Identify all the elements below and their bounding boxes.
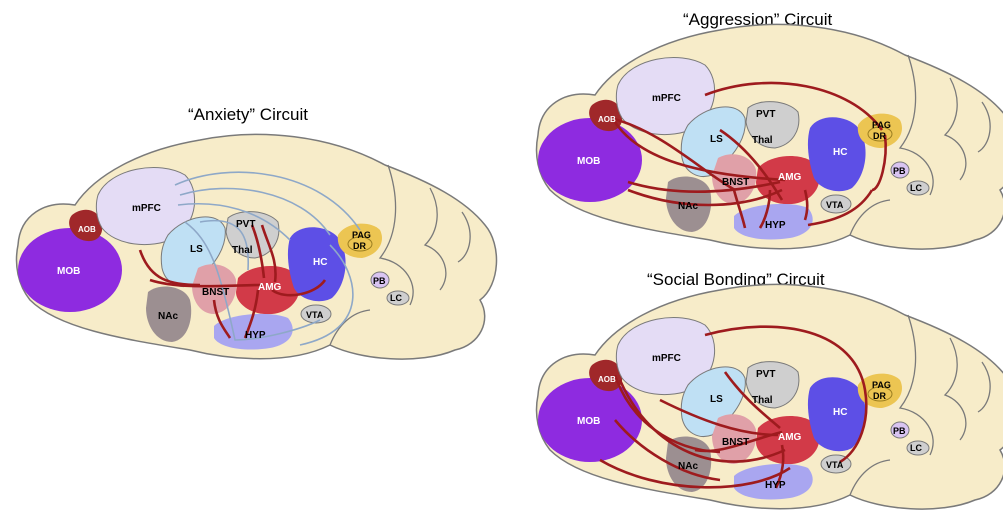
label-hyp: HYP <box>765 220 786 231</box>
label-vta: VTA <box>306 310 324 320</box>
label-lc: LC <box>390 293 402 303</box>
label-thal: Thal <box>232 245 253 256</box>
label-pvt: PVT <box>236 219 255 230</box>
label-mpfc: mPFC <box>652 353 681 364</box>
label-bnst: BNST <box>202 287 229 298</box>
label-mpfc: mPFC <box>132 203 161 214</box>
label-vta: VTA <box>826 200 844 210</box>
label-aob: AOB <box>598 375 616 384</box>
label-pb: PB <box>893 426 906 436</box>
label-nac: NAc <box>678 461 698 472</box>
label-lc: LC <box>910 183 922 193</box>
label-hc: HC <box>313 257 327 268</box>
label-dr: DR <box>353 241 366 251</box>
label-hc: HC <box>833 407 847 418</box>
label-mob: MOB <box>577 156 600 167</box>
label-lc: LC <box>910 443 922 453</box>
label-hyp: HYP <box>245 330 266 341</box>
label-ls: LS <box>710 134 723 145</box>
label-aob: AOB <box>78 225 96 234</box>
label-vta: VTA <box>826 460 844 470</box>
label-hyp: HYP <box>765 480 786 491</box>
label-thal: Thal <box>752 395 773 406</box>
label-mpfc: mPFC <box>652 93 681 104</box>
label-mob: MOB <box>57 266 80 277</box>
label-amg: AMG <box>778 172 802 183</box>
label-nac: NAc <box>678 201 698 212</box>
label-ls: LS <box>190 244 203 255</box>
label-amg: AMG <box>778 432 802 443</box>
label-mob: MOB <box>577 416 600 427</box>
label-thal: Thal <box>752 135 773 146</box>
label-pvt: PVT <box>756 369 775 380</box>
label-nac: NAc <box>158 311 178 322</box>
label-amg: AMG <box>258 282 282 293</box>
label-hc: HC <box>833 147 847 158</box>
label-pag: PAG <box>352 230 371 240</box>
label-pag: PAG <box>872 380 891 390</box>
label-pvt: PVT <box>756 109 775 120</box>
label-bnst: BNST <box>722 177 749 188</box>
label-pb: PB <box>373 276 386 286</box>
label-pag: PAG <box>872 120 891 130</box>
label-ls: LS <box>710 394 723 405</box>
label-aob: AOB <box>598 115 616 124</box>
label-pb: PB <box>893 166 906 176</box>
label-dr: DR <box>873 391 886 401</box>
label-dr: DR <box>873 131 886 141</box>
label-bnst: BNST <box>722 437 749 448</box>
anxiety-brain <box>17 134 497 359</box>
